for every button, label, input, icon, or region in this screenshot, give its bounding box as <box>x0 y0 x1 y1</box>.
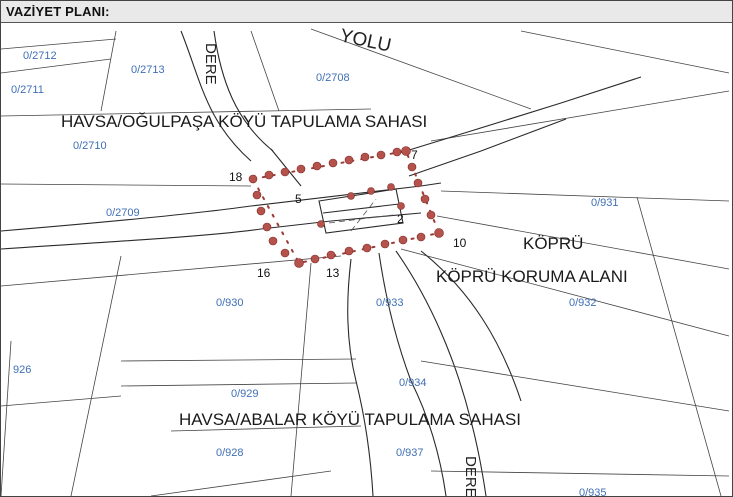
zone-labels: HAVSA/OĞULPAŞA KÖYÜ TAPULAMA SAHASI HAVS… <box>61 112 628 429</box>
study-area-boundary <box>248 146 444 268</box>
corner-label: 5 <box>295 192 302 206</box>
parcel-label: 0/935 <box>579 487 607 496</box>
parcel-label: 0/2713 <box>131 64 165 76</box>
corner-label: 10 <box>453 236 467 250</box>
zone-label-kopru: KÖPRÜ <box>523 234 583 253</box>
parcel-label: 0/930 <box>216 297 244 309</box>
corner-label: 13 <box>326 266 340 280</box>
zone-label-ogulpasa: HAVSA/OĞULPAŞA KÖYÜ TAPULAMA SAHASI <box>61 112 427 131</box>
zone-label-abalar: HAVSA/ABALAR KÖYÜ TAPULAMA SAHASI <box>179 410 521 429</box>
parcel-label: 0/932 <box>569 297 597 309</box>
road-label-yolu: YOLU <box>338 25 393 56</box>
parcel-label: 0/928 <box>216 447 244 459</box>
corner-label: 2 <box>397 212 404 226</box>
creek-label-bottom: DERE <box>462 456 479 496</box>
site-plan-map: 0/2712 0/2713 0/2708 0/2711 0/2710 0/270… <box>1 25 730 496</box>
corner-labels: 18 7 5 2 10 16 13 <box>229 148 467 280</box>
corner-label: 7 <box>411 148 418 162</box>
header-bar: VAZİYET PLANI: <box>1 1 732 23</box>
parcel-label: 0/933 <box>376 297 404 309</box>
creek-label-top: DERE <box>202 43 219 85</box>
parcel-label: 926 <box>13 364 31 376</box>
parcel-label: 0/931 <box>591 197 619 209</box>
parcel-label: 0/2710 <box>73 140 107 152</box>
corner-label: 18 <box>229 170 243 184</box>
parcel-boundaries <box>1 28 730 496</box>
parcel-label: 0/937 <box>396 447 424 459</box>
parcel-labels: 0/2712 0/2713 0/2708 0/2711 0/2710 0/270… <box>11 50 619 496</box>
parcel-label: 0/934 <box>399 377 427 389</box>
parcel-label: 0/2709 <box>106 207 140 219</box>
parcel-label: 0/2711 <box>11 84 44 96</box>
zone-label-kopru-koruma: KÖPRÜ KORUMA ALANI <box>436 267 628 286</box>
parcel-label: 0/2712 <box>23 50 57 62</box>
corner-label: 16 <box>257 266 271 280</box>
parcel-label: 0/2708 <box>316 72 350 84</box>
page-title: VAZİYET PLANI: <box>6 4 110 19</box>
parcel-label: 0/929 <box>231 388 259 400</box>
